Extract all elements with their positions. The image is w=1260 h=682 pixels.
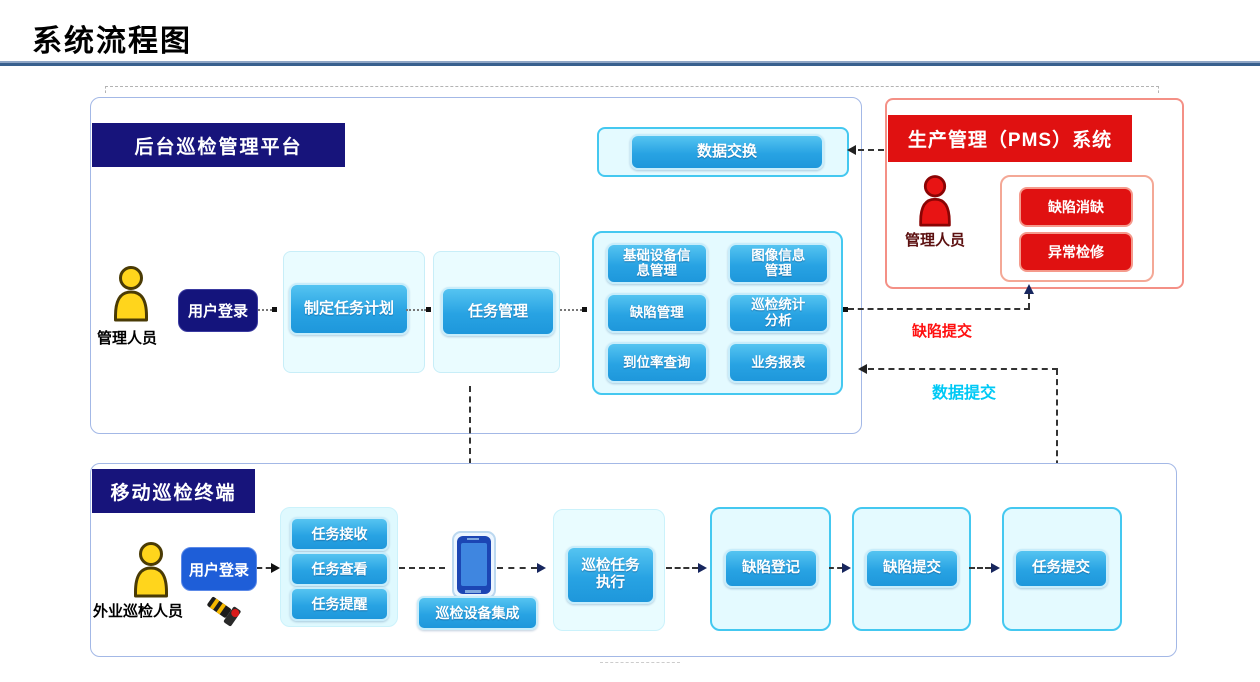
field-worker-label: 外业巡检人员 bbox=[93, 603, 184, 620]
register-arrowhead-icon bbox=[698, 563, 707, 573]
page-title: 系统流程图 bbox=[32, 25, 192, 58]
pms-to-exchange-line bbox=[858, 149, 884, 151]
selection-outline bbox=[105, 86, 1159, 93]
task-mgmt-node: 任务管理 bbox=[441, 287, 555, 336]
field-worker-person-icon bbox=[134, 542, 168, 598]
selection-mark bbox=[600, 662, 680, 663]
title-divider bbox=[0, 61, 1260, 66]
taskmgmt-to-device-line bbox=[469, 386, 471, 516]
connector-dot bbox=[843, 307, 848, 312]
connector-line bbox=[399, 567, 445, 569]
task-remind-node: 任务提醒 bbox=[290, 587, 389, 621]
defect-fix-node: 缺陷消缺 bbox=[1019, 187, 1133, 227]
connector-dot bbox=[426, 307, 431, 312]
module-defect-mgmt: 缺陷管理 bbox=[606, 292, 708, 334]
defect-register-node: 缺陷登记 bbox=[724, 549, 818, 588]
module-inspection-stats: 巡检统计 分析 bbox=[727, 292, 829, 334]
defect-submit-label: 缺陷提交 bbox=[912, 323, 973, 340]
admin-person-label: 管理人员 bbox=[97, 330, 158, 347]
connector-line bbox=[969, 567, 991, 569]
device-integration-label: 巡检设备集成 bbox=[417, 596, 538, 630]
data-submit-line-h bbox=[868, 368, 1058, 370]
connector-line bbox=[258, 309, 276, 311]
connector-line bbox=[829, 567, 842, 569]
pms-actions-container bbox=[1000, 175, 1154, 282]
task-submit-arrowhead-icon bbox=[991, 563, 1000, 573]
plan-node: 制定任务计划 bbox=[289, 283, 409, 335]
modules-grid: 基础设备信 息管理 图像信息 管理 缺陷管理 巡检统计 分析 到位率查询 业务报… bbox=[592, 231, 843, 395]
connector-line bbox=[666, 567, 698, 569]
connector-dot bbox=[272, 307, 277, 312]
defect-submit-line-h bbox=[848, 308, 1030, 310]
data-exchange-node: 数据交换 bbox=[630, 134, 824, 170]
data-submit-label: 数据提交 bbox=[932, 385, 997, 402]
phone-icon bbox=[452, 531, 496, 599]
defect-submit-line-v bbox=[1028, 293, 1030, 309]
connector-dot bbox=[582, 307, 587, 312]
pms-to-exchange-arrowhead-icon bbox=[847, 145, 856, 155]
connector-line bbox=[257, 567, 271, 569]
mobile-defect-submit-node: 缺陷提交 bbox=[865, 549, 959, 588]
task-submit-node: 任务提交 bbox=[1014, 549, 1108, 588]
backend-platform-header: 后台巡检管理平台 bbox=[92, 123, 345, 167]
task-receive-node: 任务接收 bbox=[290, 517, 389, 551]
login-arrowhead-icon bbox=[271, 563, 280, 573]
pms-header: 生产管理（PMS）系统 bbox=[888, 115, 1132, 162]
flashlight-icon bbox=[207, 596, 241, 627]
module-business-report: 业务报表 bbox=[727, 342, 829, 383]
exec-arrowhead-icon bbox=[537, 563, 546, 573]
module-image-info: 图像信息 管理 bbox=[727, 243, 829, 284]
pms-admin-label: 管理人员 bbox=[905, 232, 966, 249]
mobile-terminal-header: 移动巡检终端 bbox=[92, 469, 255, 513]
connector-line bbox=[497, 567, 537, 569]
data-submit-arrowhead-icon bbox=[858, 364, 867, 374]
task-exec-node: 巡检任务 执行 bbox=[566, 546, 655, 604]
backend-login-node: 用户登录 bbox=[178, 289, 258, 332]
defect-submit-arrowhead-icon bbox=[1024, 284, 1034, 294]
module-arrival-query: 到位率查询 bbox=[606, 342, 708, 383]
connector-line bbox=[406, 309, 426, 311]
module-device-info: 基础设备信 息管理 bbox=[606, 243, 708, 284]
pms-admin-person-icon bbox=[919, 175, 951, 227]
task-view-node: 任务查看 bbox=[290, 552, 389, 586]
defect-submit-arrowhead-icon bbox=[842, 563, 851, 573]
abnormal-repair-node: 异常检修 bbox=[1019, 232, 1133, 272]
mobile-login-node: 用户登录 bbox=[181, 547, 257, 591]
connector-line bbox=[560, 309, 582, 311]
data-submit-line-v bbox=[1056, 369, 1058, 507]
admin-person-icon bbox=[114, 266, 148, 322]
